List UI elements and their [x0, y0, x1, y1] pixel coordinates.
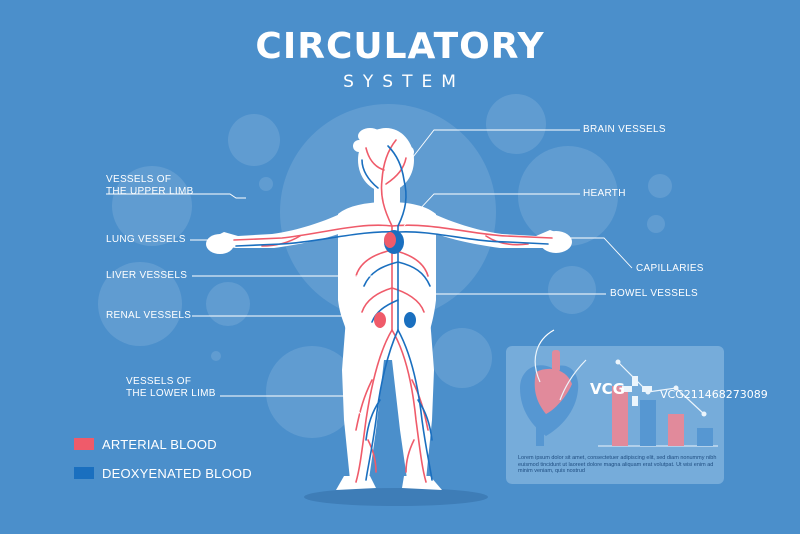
label-lower-limb-line1: VESSELS OF — [126, 376, 192, 387]
label-capillaries: CAPILLARIES — [636, 263, 704, 274]
panel-body-text: Lorem ipsum dolor sit amet, consectetuer… — [518, 455, 717, 475]
legend-label-deoxygenated: DEOXYENATED BLOOD — [102, 466, 252, 481]
panel-heart-icon — [520, 329, 587, 446]
page-subtitle: SYSTEM — [343, 72, 465, 92]
label-lower-limb-line2: THE LOWER LIMB — [126, 388, 216, 399]
info-panel — [506, 346, 724, 484]
label-brain-vessels: BRAIN VESSELS — [583, 124, 666, 135]
legend-label-arterial: ARTERIAL BLOOD — [102, 437, 217, 452]
label-liver-vessels: LIVER VESSELS — [106, 270, 188, 281]
label-upper-limb-line2: THE UPPER LIMB — [106, 186, 194, 197]
label-renal-vessels: RENAL VESSELS — [106, 310, 192, 321]
watermark-logo-icon — [622, 376, 652, 406]
watermark-logo-text: VCG — [590, 380, 625, 398]
label-lung-vessels: LUNG VESSELS — [106, 234, 186, 245]
page-title: CIRCULATORY — [255, 26, 545, 67]
legend-swatch-arterial — [74, 438, 94, 450]
kidney-right — [404, 312, 416, 328]
panel-chart — [598, 359, 718, 447]
watermark-id: VCG211468273089 — [660, 388, 768, 401]
kidney-left — [374, 312, 386, 328]
background-bubbles — [98, 94, 672, 438]
label-hearth: HEARTH — [583, 188, 626, 199]
label-bowel-vessels: BOWEL VESSELS — [610, 288, 699, 299]
legend-swatch-deoxygenated — [74, 467, 94, 479]
label-upper-limb-line1: VESSELS OF — [106, 174, 172, 185]
leader-lines — [106, 129, 633, 417]
